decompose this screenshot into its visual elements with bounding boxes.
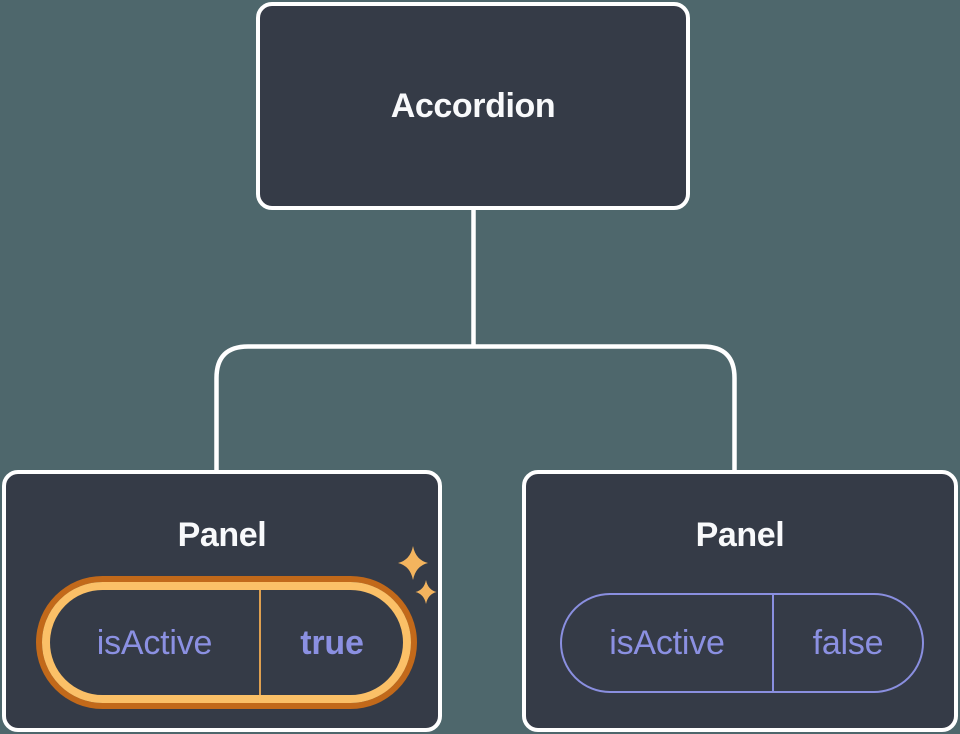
node-panel-inactive: Panel isActive false (522, 470, 958, 732)
state-key-label: isActive (609, 624, 725, 662)
sparkle-large-icon (398, 546, 428, 580)
connector-branch (214, 344, 737, 472)
accordion-label: Accordion (390, 87, 556, 125)
panel-active-label: Panel (177, 516, 267, 554)
sparkle-small-icon (415, 580, 437, 604)
state-divider (772, 595, 774, 691)
node-accordion: Accordion (256, 2, 690, 210)
state-key-label: isActive (96, 623, 213, 662)
state-value-label: false (812, 624, 884, 662)
node-panel-active: Panel isActive true (2, 470, 442, 732)
sparkles-icon (398, 546, 437, 604)
panel-inactive-label: Panel (695, 516, 785, 554)
state-pill-active: isActive true (42, 582, 411, 703)
state-divider (259, 590, 261, 695)
state-pill-inactive: isActive false (560, 593, 924, 693)
state-value-label: true (300, 623, 364, 662)
